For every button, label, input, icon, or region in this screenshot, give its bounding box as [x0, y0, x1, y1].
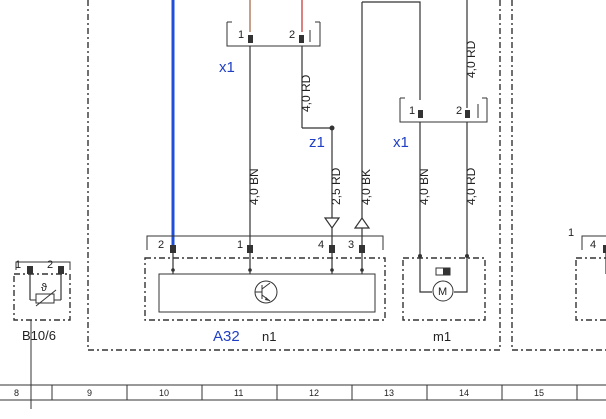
column-label-15: 15	[534, 388, 544, 398]
connector-x1-top: 1 2 x1	[219, 21, 321, 76]
motor-m1: M m1	[402, 254, 486, 344]
junction-dot	[329, 125, 335, 131]
module-a32-pin-3: 3	[348, 239, 354, 251]
wire-label-rd-right-upper: 4,0 RD	[464, 40, 478, 78]
right-module-pin-1: 1	[568, 227, 574, 239]
connector-x1-right-pin-1: 1	[409, 105, 415, 117]
sensor-pin-1: 1	[15, 259, 21, 271]
wire-label-bn-right: 4,0 BN	[417, 168, 431, 205]
module-a32-name: n1	[262, 329, 276, 344]
motor-symbol: M	[438, 286, 447, 298]
connector-x1-top-pin-2: 2	[289, 29, 295, 41]
sensor-b10-6: 1 2 ϑ B10/6	[13, 259, 71, 343]
column-label-10: 10	[159, 388, 169, 398]
wire-label-rd-lower: 2,5 RD	[329, 167, 343, 205]
right-module-pin-4: 4	[590, 239, 596, 251]
column-label-8: 8	[14, 388, 19, 398]
module-a32: 2 1 4 3 A32 n1	[144, 235, 386, 345]
junction-label: z1	[309, 134, 325, 151]
module-a32-id: A32	[213, 328, 240, 345]
connector-x1-right-pin-2: 2	[456, 105, 462, 117]
column-label-12: 12	[309, 388, 319, 398]
column-grid: 8 9 10 11 12 13 14 15	[0, 384, 606, 401]
module-a32-pin-2: 2	[158, 239, 164, 251]
column-label-14: 14	[459, 388, 469, 398]
sensor-label: B10/6	[22, 328, 56, 343]
column-label-11: 11	[234, 388, 243, 398]
connector-x1-right-label: x1	[393, 134, 409, 151]
column-label-13: 13	[384, 388, 394, 398]
arrow-up-icon	[353, 216, 371, 229]
module-a32-pin-4: 4	[318, 239, 324, 251]
wire-label-rd-right-lower: 4,0 RD	[464, 167, 478, 205]
sensor-symbol: ϑ	[41, 282, 47, 294]
connector-x1-top-label: x1	[219, 59, 235, 76]
wire-label-rd-upper: 4,0 RD	[299, 74, 313, 112]
module-a32-pin-1: 1	[237, 239, 243, 251]
frame-lines	[87, 0, 606, 351]
motor-name: m1	[433, 329, 451, 344]
transistor-icon	[254, 280, 278, 304]
column-label-9: 9	[87, 388, 92, 398]
arrow-down-icon	[323, 217, 341, 230]
sensor-pin-2: 2	[47, 259, 53, 271]
connector-x1-right: 1 2 x1	[393, 97, 488, 151]
right-module: 1 4	[568, 227, 606, 321]
wire-label-bn-left: 4,0 BN	[247, 168, 261, 205]
connector-x1-top-pin-1: 1	[238, 29, 244, 41]
wire-label-bk: 4,0 BK	[359, 169, 373, 205]
